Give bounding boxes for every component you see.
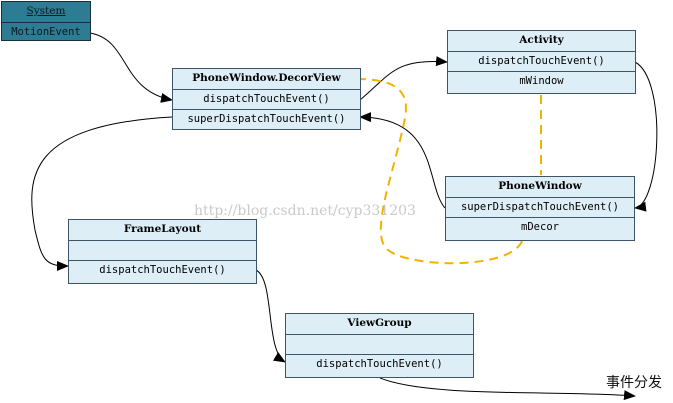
system-title: System: [26, 5, 66, 17]
viewgroup-title: ViewGroup: [347, 317, 412, 329]
phonewindow-title: PhoneWindow: [498, 180, 582, 192]
decorview-title: PhoneWindow.DecorView: [192, 72, 341, 84]
arrow-system-to-decorview: [89, 32, 173, 103]
phonewindow-box: PhoneWindow superDispatchTouchEvent() mD…: [445, 176, 635, 241]
activity-mwindow-field: mWindow: [448, 71, 635, 91]
arrow-phonewindow-to-decorview: [359, 112, 446, 209]
viewgroup-box: ViewGroup dispatchTouchEvent(): [285, 313, 474, 378]
motion-event-label: MotionEvent: [2, 22, 90, 42]
activity-dispatch-method: dispatchTouchEvent(): [448, 51, 635, 71]
decorview-dispatch-method: dispatchTouchEvent(): [173, 89, 360, 109]
framelayout-empty-row: [69, 240, 256, 260]
event-dispatch-caption: 事件分发: [606, 375, 662, 391]
watermark: http://blog.csdn.net/cyp331203: [194, 203, 416, 219]
viewgroup-empty-row: [286, 334, 473, 354]
phonewindow-mdecor-field: mDecor: [446, 217, 634, 237]
arrow-decorview-to-activity: [359, 56, 448, 101]
system-box: System MotionEvent: [1, 1, 91, 41]
arrow-activity-to-phonewindow: [634, 61, 658, 212]
decorview-super-dispatch-method: superDispatchTouchEvent(): [173, 109, 360, 129]
viewgroup-dispatch-method: dispatchTouchEvent(): [286, 354, 473, 374]
framelayout-dispatch-method: dispatchTouchEvent(): [69, 260, 256, 280]
framelayout-title: FrameLayout: [123, 223, 202, 235]
arrow-framelayout-to-viewgroup: [255, 269, 286, 363]
decorview-box: PhoneWindow.DecorView dispatchTouchEvent…: [172, 68, 361, 130]
phonewindow-super-dispatch-method: superDispatchTouchEvent(): [446, 197, 634, 217]
activity-title: Activity: [519, 34, 564, 46]
activity-box: Activity dispatchTouchEvent() mWindow: [447, 30, 636, 94]
framelayout-box: FrameLayout dispatchTouchEvent(): [68, 219, 257, 284]
arrow-viewgroup-out: [379, 377, 636, 401]
